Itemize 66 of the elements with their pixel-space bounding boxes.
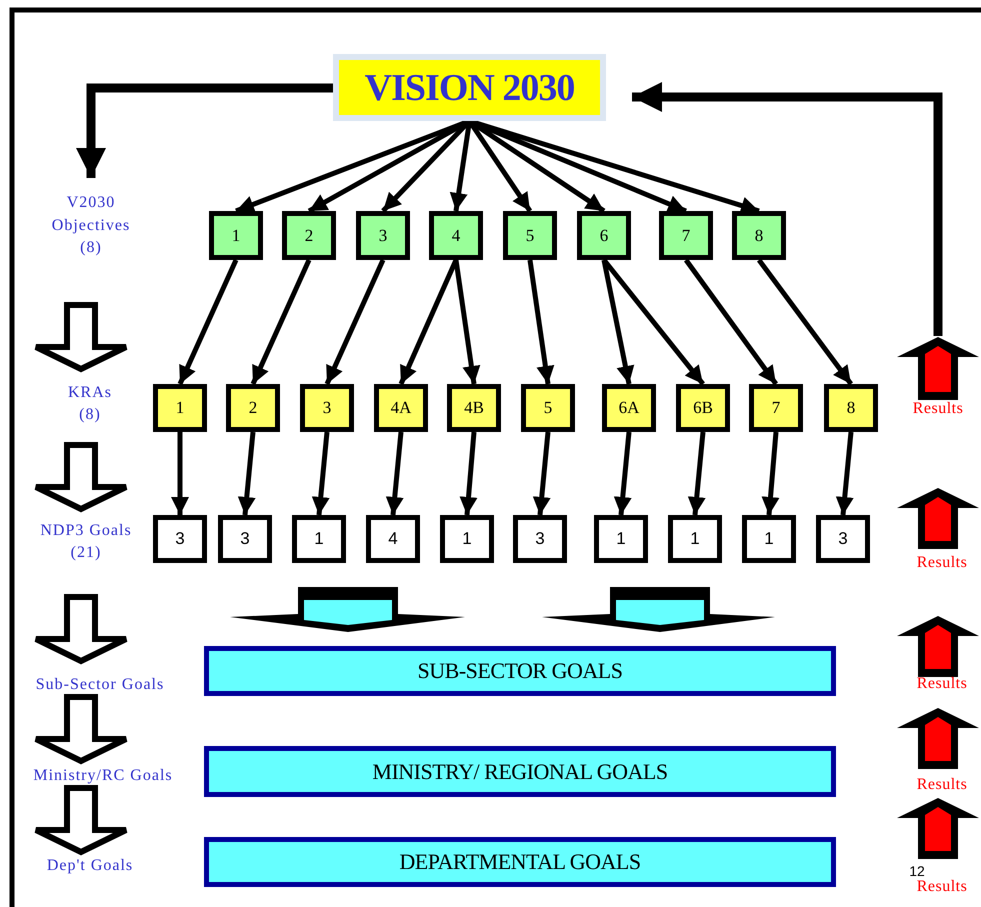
level-label: Sub-Sector Goals bbox=[34, 675, 166, 695]
arrow bbox=[454, 260, 480, 384]
arrow bbox=[460, 432, 478, 516]
objective-box: 7 bbox=[659, 211, 713, 260]
arrow bbox=[532, 432, 551, 516]
arrow bbox=[762, 432, 780, 516]
kra-box: 4A bbox=[374, 384, 428, 432]
arrow bbox=[238, 432, 256, 516]
arrow bbox=[684, 258, 778, 386]
arrow bbox=[614, 432, 632, 516]
arrow bbox=[528, 260, 554, 384]
arrow bbox=[757, 258, 853, 386]
level-label: KRAs (8) bbox=[66, 383, 113, 426]
objective-box: 3 bbox=[356, 211, 410, 260]
arrow bbox=[836, 432, 854, 516]
arrow bbox=[386, 432, 404, 516]
objective-box: 4 bbox=[429, 211, 483, 260]
block-arrow bbox=[542, 587, 775, 632]
goal-count-box: 4 bbox=[366, 515, 420, 563]
results-label: Results bbox=[916, 877, 968, 897]
kra-box: 5 bbox=[521, 384, 575, 432]
arrow bbox=[171, 432, 189, 515]
goal-band: SUB-SECTOR GOALS bbox=[204, 646, 836, 696]
goal-count-box: 1 bbox=[292, 515, 346, 563]
objective-box: 8 bbox=[732, 211, 786, 260]
arrow bbox=[178, 258, 238, 386]
goal-band: MINISTRY/ REGIONAL GOALS bbox=[204, 746, 836, 797]
kra-box: 7 bbox=[749, 384, 803, 432]
objective-box: 2 bbox=[282, 211, 336, 260]
arrow bbox=[632, 82, 942, 336]
objective-box: 1 bbox=[209, 211, 263, 260]
page-number: 12 bbox=[908, 864, 926, 878]
block-arrow bbox=[230, 587, 465, 632]
kra-box: 8 bbox=[824, 384, 878, 432]
goal-count-box: 1 bbox=[594, 515, 648, 563]
level-label: Dep't Goals bbox=[46, 856, 134, 876]
results-label: Results bbox=[916, 553, 968, 573]
kra-box: 6B bbox=[676, 384, 730, 432]
results-label: Results bbox=[916, 775, 968, 795]
title-box: VISION 2030 bbox=[339, 60, 600, 115]
goal-count-box: 3 bbox=[218, 515, 272, 563]
goal-count-box: 1 bbox=[668, 515, 722, 563]
goal-count-box: 3 bbox=[816, 515, 870, 563]
arrow bbox=[324, 258, 386, 386]
arrow bbox=[250, 258, 312, 386]
goal-count-box: 1 bbox=[440, 515, 494, 563]
level-label: NDP3 Goals (21) bbox=[39, 521, 133, 564]
goal-count-box: 1 bbox=[742, 515, 796, 563]
arrow bbox=[76, 84, 333, 178]
arrow bbox=[312, 432, 330, 516]
arrow bbox=[688, 432, 706, 516]
goal-band: DEPARTMENTAL GOALS bbox=[204, 837, 836, 887]
level-label: V2030 Objectives (8) bbox=[48, 184, 134, 268]
goal-count-box: 3 bbox=[153, 515, 207, 563]
kra-box: 6A bbox=[602, 384, 656, 432]
results-label: Results bbox=[916, 674, 968, 694]
goal-count-box: 3 bbox=[513, 515, 567, 563]
level-label: Ministry/RC Goals bbox=[32, 766, 174, 786]
objective-box: 6 bbox=[577, 211, 631, 260]
arrow bbox=[602, 260, 634, 384]
kra-box: 3 bbox=[300, 384, 354, 432]
objective-box: 5 bbox=[503, 211, 557, 260]
results-label: Results bbox=[912, 400, 964, 418]
kra-box: 2 bbox=[226, 384, 280, 432]
kra-box: 4B bbox=[447, 384, 501, 432]
kra-box: 1 bbox=[153, 384, 207, 432]
